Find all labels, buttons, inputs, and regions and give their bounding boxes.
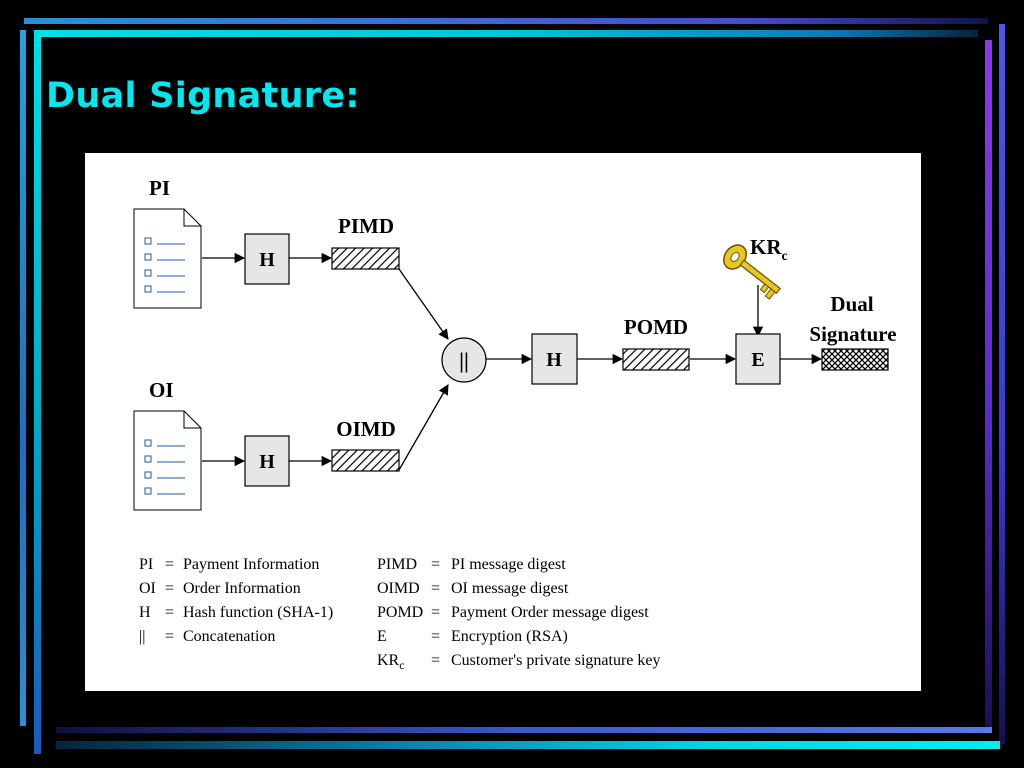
decorative-bar-right-purple bbox=[985, 40, 992, 730]
pomd-label: POMD bbox=[624, 315, 688, 339]
legend-eq: = bbox=[431, 628, 440, 645]
oi-document-icon bbox=[133, 410, 202, 511]
decorative-bar-top-cyan bbox=[34, 30, 978, 37]
encryption-box bbox=[735, 333, 781, 385]
decorative-bar-left-cyan bbox=[34, 36, 41, 754]
pi-document-icon bbox=[133, 208, 202, 309]
decorative-bar-right bbox=[999, 24, 1005, 744]
legend-definition: Order Information bbox=[183, 580, 301, 597]
slide-title: Dual Signature: bbox=[46, 76, 360, 116]
legend-term: E bbox=[377, 628, 387, 645]
legend-eq: = bbox=[165, 604, 174, 621]
decorative-bar-top bbox=[24, 18, 988, 24]
hash-box-concat bbox=[531, 333, 578, 385]
legend-eq: = bbox=[165, 628, 174, 645]
dual-signature-label-line1: Dual bbox=[830, 292, 873, 316]
oi-label: OI bbox=[149, 378, 174, 402]
pi-label: PI bbox=[149, 176, 170, 200]
oimd-digest-block bbox=[331, 449, 400, 472]
pimd-label: PIMD bbox=[338, 214, 394, 238]
legend-eq: = bbox=[431, 652, 440, 669]
pomd-digest-block bbox=[622, 348, 690, 371]
legend-term: OI bbox=[139, 580, 156, 597]
decorative-bar-bottom bbox=[56, 727, 992, 733]
legend-term-key: KRc bbox=[377, 652, 405, 672]
hash-box-concat-label: H bbox=[546, 349, 562, 371]
oimd-label: OIMD bbox=[336, 417, 396, 441]
legend-right: PIMD = PI message digest OIMD = OI messa… bbox=[377, 556, 661, 672]
legend-eq: = bbox=[431, 580, 440, 597]
concatenation-symbol: || bbox=[459, 348, 469, 373]
flow-arrows bbox=[202, 252, 823, 471]
legend-definition: Payment Order message digest bbox=[451, 604, 649, 621]
dual-signature-block bbox=[821, 348, 889, 371]
hash-box-pi-label: H bbox=[259, 249, 275, 271]
legend-eq: = bbox=[165, 580, 174, 597]
diagram-canvas: PI OI bbox=[133, 176, 897, 672]
hash-box-oi bbox=[244, 435, 290, 487]
key-label: KRc bbox=[750, 235, 788, 264]
legend-term: POMD bbox=[377, 604, 423, 621]
hash-box-oi-label: H bbox=[259, 451, 275, 473]
legend-eq: = bbox=[431, 556, 440, 573]
legend-eq: = bbox=[165, 556, 174, 573]
legend-definition: Payment Information bbox=[183, 556, 319, 573]
dual-signature-diagram: PI OI bbox=[85, 153, 921, 691]
legend-definition: OI message digest bbox=[451, 580, 569, 597]
legend-term: || bbox=[139, 628, 145, 645]
dual-signature-label-line2: Signature bbox=[809, 322, 896, 346]
private-key-icon bbox=[723, 244, 782, 300]
legend-definition: Encryption (RSA) bbox=[451, 628, 568, 645]
legend-term: PIMD bbox=[377, 556, 417, 573]
legend-definition: Customer's private signature key bbox=[451, 652, 661, 669]
legend-term: OIMD bbox=[377, 580, 420, 597]
legend-term: PI bbox=[139, 556, 153, 573]
legend-eq: = bbox=[431, 604, 440, 621]
legend-definition: PI message digest bbox=[451, 556, 566, 573]
legend-term: H bbox=[139, 604, 151, 621]
legend-definition: Hash function (SHA-1) bbox=[183, 604, 333, 621]
decorative-bar-bottom-cyan bbox=[56, 741, 1000, 749]
legend-definition: Concatenation bbox=[183, 628, 275, 645]
hash-box-pi bbox=[244, 233, 290, 285]
legend-left: PI = Payment Information OI = Order Info… bbox=[139, 556, 333, 645]
decorative-bar-left bbox=[20, 30, 26, 726]
concatenation-node bbox=[441, 337, 487, 383]
pimd-digest-block bbox=[331, 247, 400, 270]
encryption-box-label: E bbox=[751, 349, 764, 371]
